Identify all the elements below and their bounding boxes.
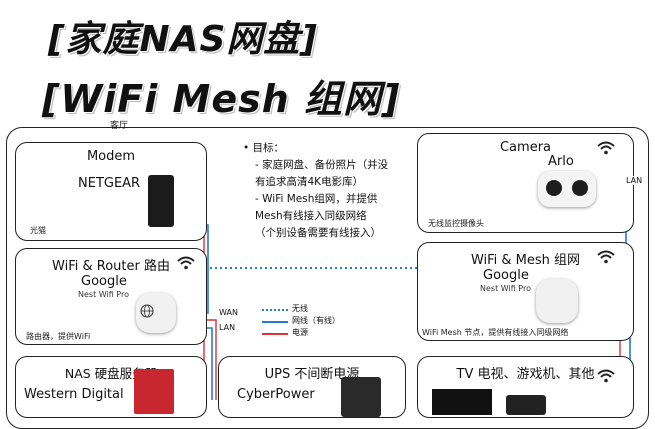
camera-lens <box>546 180 562 196</box>
router-device <box>136 293 176 333</box>
nas-box: NAS 硬盘服务器 Western Digital <box>15 356 207 418</box>
wifi-icon <box>177 256 195 270</box>
goal-item: （个别设备需要有线接入） <box>255 227 381 239</box>
legend-swatch-wireless <box>262 309 288 311</box>
wifi-icon <box>597 369 615 383</box>
router-footer: 路由器，提供WiFi <box>26 332 91 341</box>
globe-icon <box>140 304 154 318</box>
mesh-title: WiFi & Mesh 组网 <box>470 253 581 268</box>
tv-title: TV 电视、游戏机、其他 <box>456 367 595 382</box>
mesh-model: Nest Wifi Pro <box>480 284 531 293</box>
nas-device <box>134 369 174 414</box>
mesh-footer: WiFi Mesh 节点，提供有线接入同级网络 <box>422 328 569 337</box>
tv-device <box>432 389 492 415</box>
legend-item-wireless: 无线 <box>262 303 340 315</box>
console-device <box>506 395 546 415</box>
goal-item: - WiFi Mesh组网，并提供 <box>255 193 378 205</box>
tv-box: TV 电视、游戏机、其他 <box>417 356 634 418</box>
ups-brand: CyberPower <box>237 387 315 402</box>
goal-item: - 家庭网盘、备份照片（并没 <box>255 159 389 171</box>
goals-note: • 目标： - 家庭网盘、备份照片（并没 有追求高清4K电影库） - WiFi … <box>243 140 388 242</box>
camera-title: Camera <box>499 140 552 155</box>
wan-label: WAN <box>218 308 239 317</box>
goal-item: Mesh有线接入同级网络 <box>255 210 367 222</box>
title-line-1: [家庭NAS网盘] <box>48 19 318 60</box>
mesh-device <box>536 279 578 323</box>
living-room-label: 客厅 <box>110 121 129 131</box>
goal-item: 有追求高清4K电影库） <box>255 176 364 188</box>
modem-footer: 光猫 <box>30 226 46 235</box>
ups-title: UPS 不间断电源 <box>264 367 360 382</box>
legend-label: 电源 <box>292 328 308 337</box>
router-box: WiFi & Router 路由 Google Nest Wifi Pro 路由… <box>15 248 207 345</box>
legend: 无线 网线（有线） 电源 <box>262 303 340 339</box>
goals-heading: • 目标： <box>243 142 285 154</box>
camera-box: Camera Arlo 无线监控摄像头 <box>417 133 634 233</box>
mesh-box: WiFi & Mesh 组网 Google Nest Wifi Pro WiFi… <box>417 242 634 341</box>
router-model: Nest Wifi Pro <box>78 290 129 299</box>
modem-brand: NETGEAR <box>78 176 141 191</box>
legend-item-cable: 网线（有线） <box>262 315 340 327</box>
ups-box: UPS 不间断电源 CyberPower <box>218 356 406 418</box>
nas-title: NAS 硬盘服务器 <box>64 366 158 381</box>
legend-item-power: 电源 <box>262 327 340 339</box>
lan-label: LAN <box>218 323 237 332</box>
title-line-2: [WiFi Mesh 组网] <box>42 77 401 121</box>
router-brand: Google <box>81 274 127 289</box>
mesh-brand: Google <box>483 268 529 283</box>
legend-label: 无线 <box>292 304 308 313</box>
router-title: WiFi & Router 路由 <box>52 259 170 274</box>
wifi-icon <box>597 141 615 155</box>
nas-brand: Western Digital <box>24 387 124 402</box>
camera-lan-label: LAN <box>625 176 644 185</box>
modem-box: Modem NETGEAR 光猫 <box>15 142 207 241</box>
wifi-icon <box>597 250 615 264</box>
modem-title: Modem <box>86 149 136 164</box>
ups-device <box>341 377 381 417</box>
modem-device <box>148 175 174 227</box>
camera-brand: Arlo <box>548 154 574 169</box>
camera-footer: 无线监控摄像头 <box>428 219 484 228</box>
camera-device <box>538 171 596 207</box>
legend-label: 网线（有线） <box>292 316 340 325</box>
legend-swatch-cable <box>262 321 288 323</box>
legend-swatch-power <box>262 333 288 335</box>
camera-lens <box>572 180 588 196</box>
